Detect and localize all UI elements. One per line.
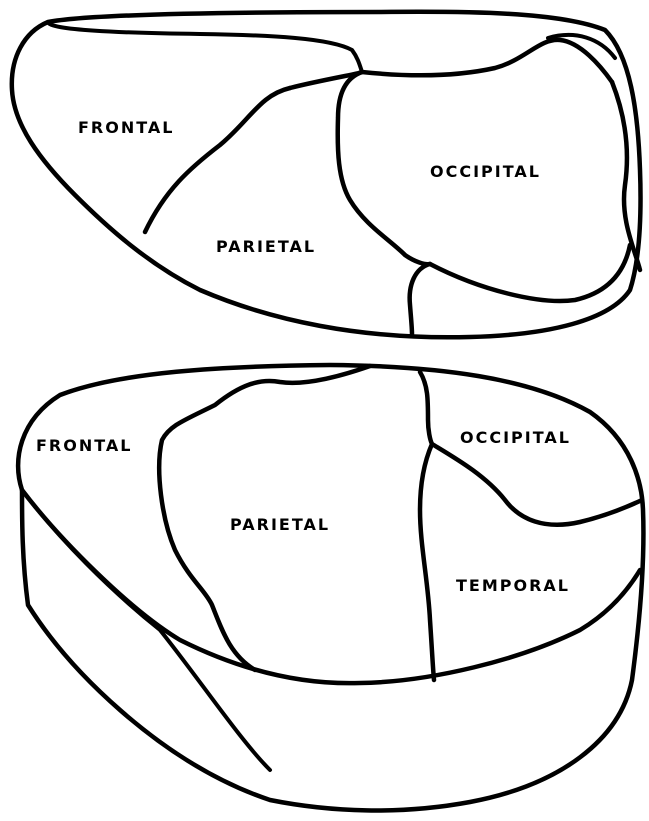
bottom-temporal-boundary xyxy=(420,444,434,680)
bottom-central-boundary xyxy=(420,372,432,444)
top-occipital-boundary xyxy=(362,40,612,82)
top-parieto-occipital-sulcus xyxy=(338,72,430,264)
top-brain-view: FRONTAL PARIETAL OCCIPITAL xyxy=(12,12,641,338)
top-occipital-lower-edge xyxy=(430,245,630,301)
top-brain-rim xyxy=(48,22,362,72)
bottom-occipital-label: OCCIPITAL xyxy=(460,428,571,447)
top-brain-outline xyxy=(12,12,641,338)
top-central-sulcus xyxy=(145,88,290,232)
top-occipital-label: OCCIPITAL xyxy=(430,162,541,181)
bottom-frontal-label: FRONTAL xyxy=(36,436,133,455)
bottom-temporal-label: TEMPORAL xyxy=(456,576,570,595)
top-lower-fissure xyxy=(410,264,430,334)
bottom-brain-view: FRONTAL PARIETAL OCCIPITAL TEMPORAL xyxy=(18,365,643,810)
bottom-parietal-label: PARIETAL xyxy=(230,515,330,534)
top-frontal-label: FRONTAL xyxy=(78,118,175,137)
top-parietal-label: PARIETAL xyxy=(216,237,316,256)
bottom-occipital-boundary xyxy=(432,444,642,525)
